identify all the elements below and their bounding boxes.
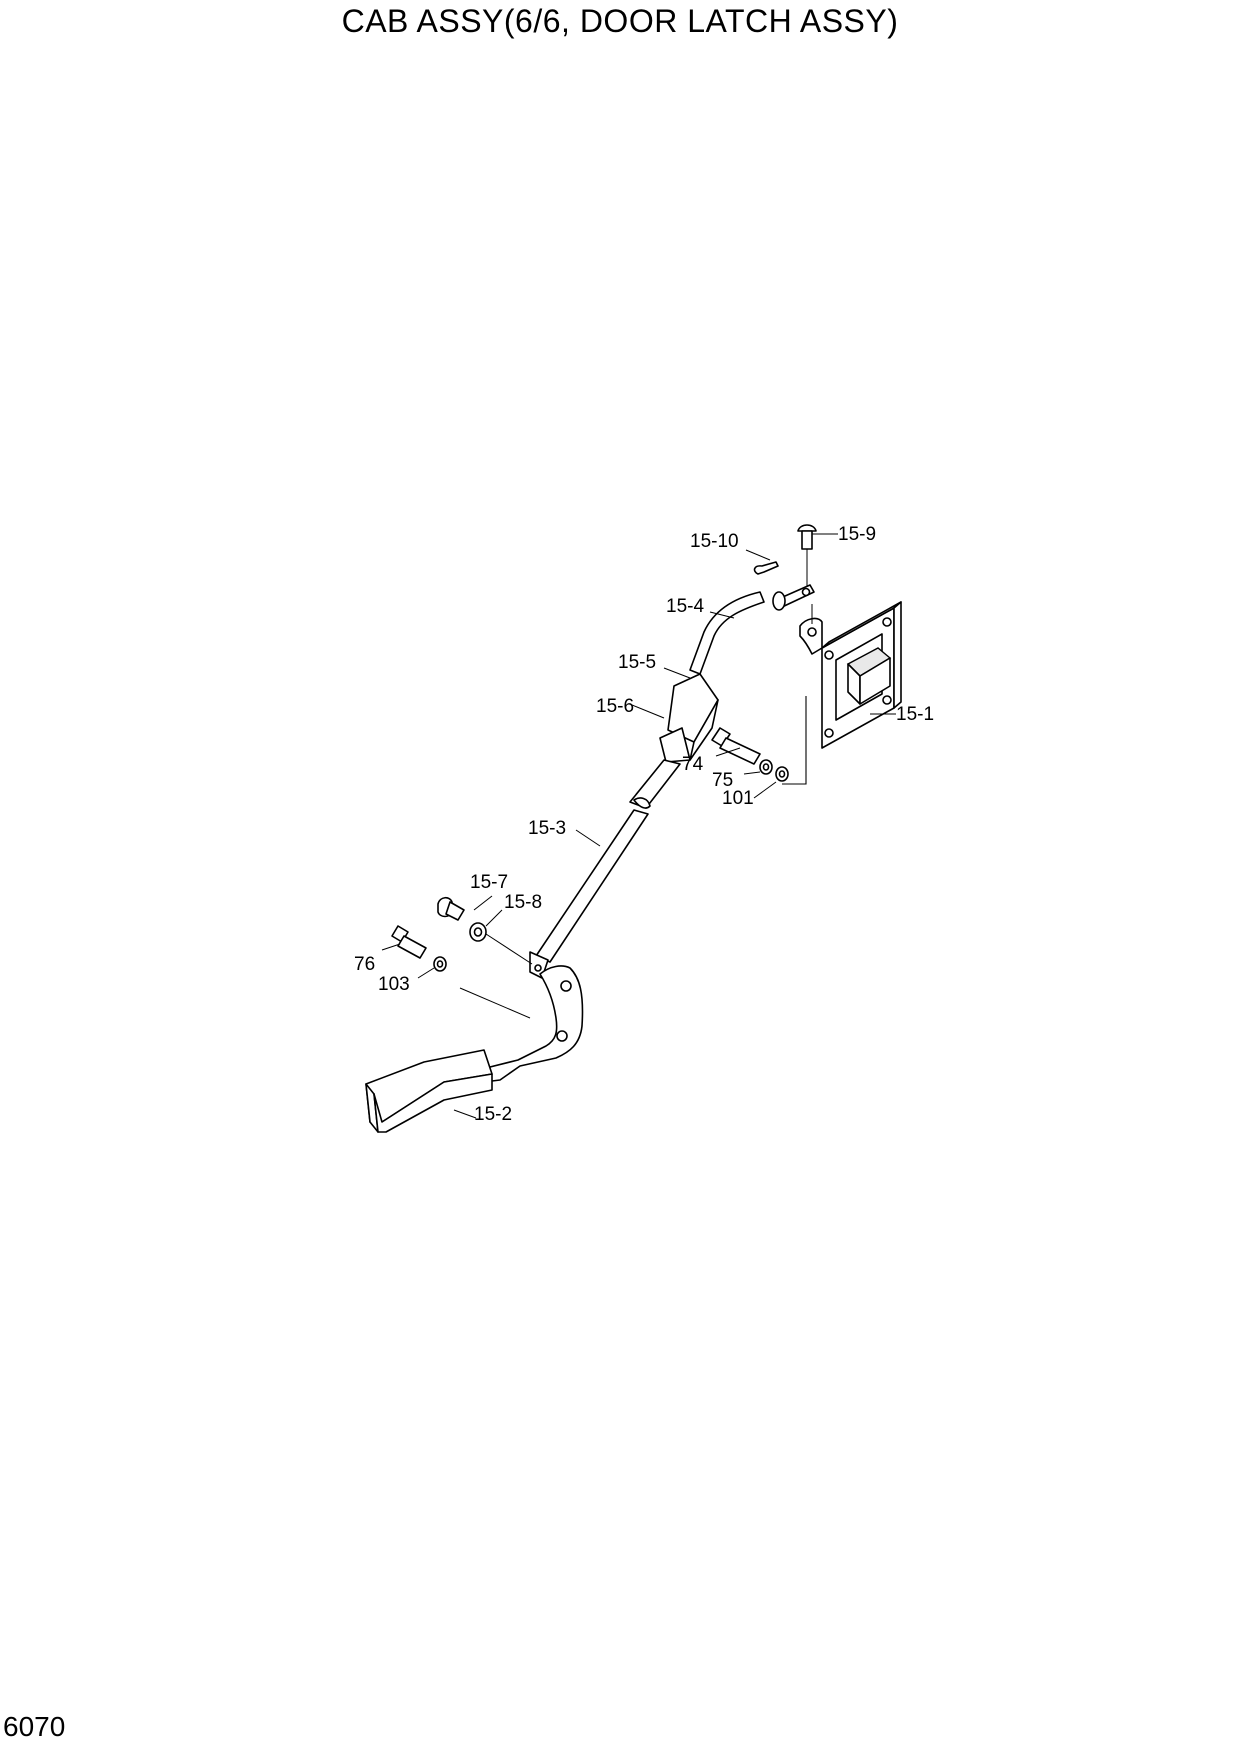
callout-75: 75: [712, 770, 733, 791]
callout-15-10: 15-10: [690, 531, 739, 552]
clip-part: [753, 561, 779, 575]
callout-74: 74: [682, 754, 704, 775]
main-rod-part: [529, 759, 681, 979]
turnbuckle-part: [659, 673, 719, 763]
latch-assembly-part: [782, 601, 902, 785]
pedal-part: [365, 965, 584, 1133]
washer-101-part: [775, 766, 789, 782]
pin-part: [797, 524, 817, 586]
callout-15-7: 15-7: [470, 872, 508, 893]
bolt-74-part: [711, 727, 761, 765]
callout-15-1: 15-1: [896, 704, 934, 725]
callout-15-4: 15-4: [666, 596, 704, 617]
callout-76: 76: [354, 954, 375, 975]
washer-103-part: [433, 956, 447, 972]
callout-15-9: 15-9: [838, 524, 876, 545]
washer-15-8-part: [469, 922, 487, 942]
upper-rod-part: [689, 584, 815, 675]
bolt-15-7-part: [437, 896, 465, 921]
callout-15-3: 15-3: [528, 818, 566, 839]
callout-15-2: 15-2: [474, 1104, 512, 1125]
callout-103: 103: [378, 974, 410, 995]
page-number: 6070: [3, 1711, 66, 1742]
callout-15-8: 15-8: [504, 892, 542, 913]
page-title: CAB ASSY(6/6, DOOR LATCH ASSY): [341, 3, 899, 39]
callout-15-5: 15-5: [618, 652, 656, 673]
callout-15-6: 15-6: [596, 696, 634, 717]
washer-75-part: [759, 759, 773, 775]
callout-101: 101: [722, 788, 754, 809]
bolt-76-part: [391, 925, 427, 959]
